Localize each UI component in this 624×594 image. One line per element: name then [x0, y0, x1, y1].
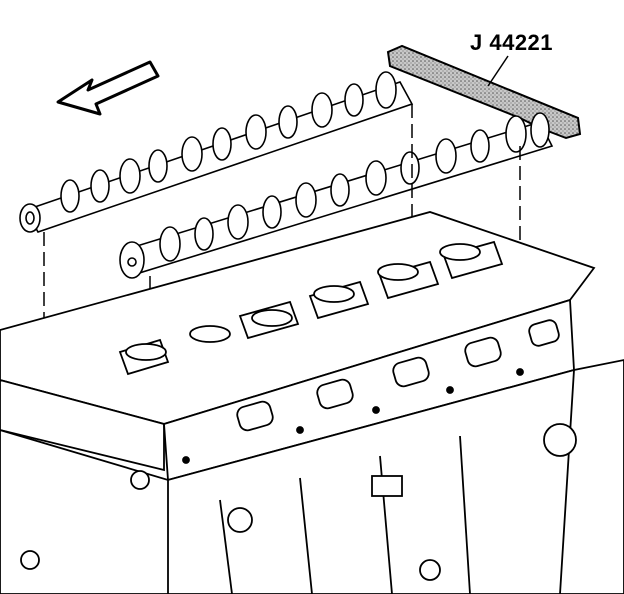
cam-lobes-lower — [159, 112, 550, 262]
cam-lobes-upper — [60, 71, 397, 213]
block-bores — [20, 423, 577, 581]
arrow-left-icon — [56, 60, 160, 116]
sensor-boss — [371, 475, 403, 497]
port-openings — [236, 319, 560, 432]
tool-number-label: J 44221 — [470, 30, 554, 55]
engine-block — [0, 359, 624, 594]
valve-spring-seats — [125, 243, 481, 361]
cylinder-head — [0, 211, 596, 482]
lower-camshaft — [119, 112, 554, 279]
head-bolts — [182, 368, 524, 464]
camshaft-holding-tool — [386, 44, 582, 140]
upper-camshaft — [19, 71, 414, 233]
